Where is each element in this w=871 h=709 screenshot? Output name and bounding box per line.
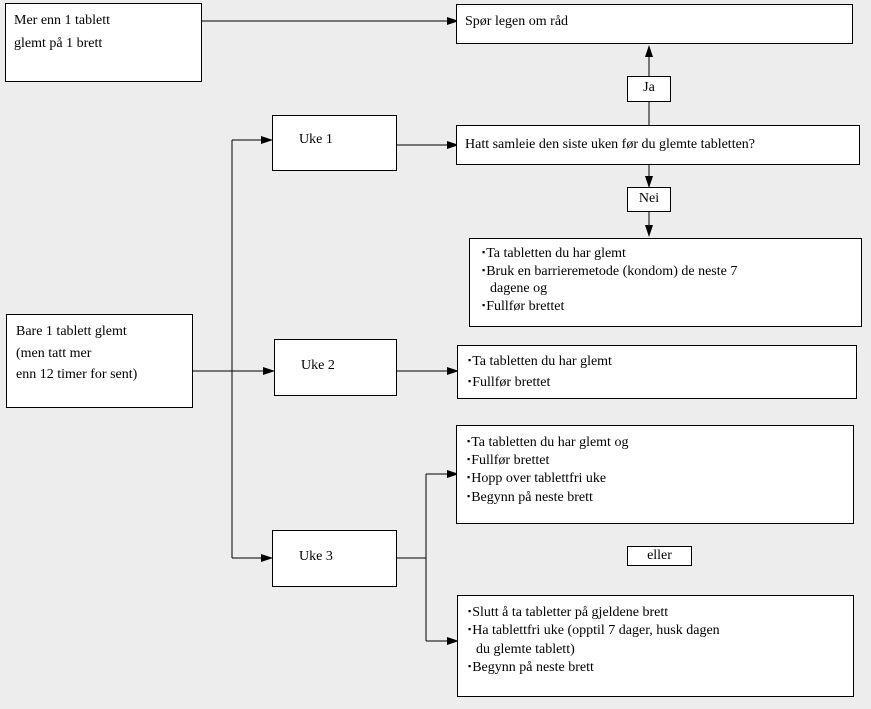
- action-item: Begynn på neste brett: [461, 489, 853, 507]
- action-item: Slutt å ta tabletter på gjeldene brett: [462, 604, 853, 622]
- node-week1-actions: Ta tabletten du har glemt Bruk en barrie…: [469, 238, 862, 327]
- node-text: enn 12 timer for sent): [16, 367, 138, 383]
- node-text: Mer enn 1 tablett: [14, 13, 111, 28]
- node-ask-doctor: Spør legen om råd: [456, 4, 853, 44]
- node-week1: Uke 1: [272, 115, 397, 171]
- action-item: Hopp over tablettfri uke: [461, 470, 853, 488]
- node-text: Bare 1 tablett glemt: [16, 324, 127, 339]
- node-text: Spør legen om råd: [465, 14, 569, 29]
- node-text: Uke 1: [299, 132, 333, 147]
- action-item-continued: dagene og: [490, 281, 548, 296]
- node-text: Ja: [643, 80, 655, 95]
- node-week3: Uke 3: [272, 530, 397, 587]
- node-week2-actions: Ta tabletten du har glemt Fullfør brette…: [457, 345, 857, 399]
- node-more-than-one: Mer enn 1 tablett glemt på 1 brett: [5, 3, 202, 82]
- node-week3-option-b: Slutt å ta tabletter på gjeldene brett H…: [457, 595, 854, 697]
- node-no: Nei: [627, 187, 671, 212]
- action-item: Ta tabletten du har glemt: [462, 351, 856, 372]
- action-item: Begynn på neste brett: [462, 659, 853, 677]
- node-text: (men tatt mer: [16, 345, 92, 361]
- action-item: Fullfør brettet: [461, 452, 853, 470]
- action-item-continued: du glemte tablett): [476, 641, 575, 657]
- action-item: Fullfør brettet: [462, 372, 856, 393]
- node-text: glemt på 1 brett: [14, 36, 103, 52]
- action-item: Fullfør brettet: [476, 298, 861, 316]
- node-text: eller: [647, 548, 672, 563]
- node-text: Uke 2: [301, 358, 335, 373]
- action-item: Ta tabletten du har glemt: [476, 245, 861, 263]
- node-question: Hatt samleie den siste uken før du glemt…: [456, 125, 860, 165]
- node-text: Hatt samleie den siste uken før du glemt…: [465, 137, 756, 152]
- node-text: Uke 3: [299, 549, 333, 564]
- node-week2: Uke 2: [274, 339, 397, 396]
- action-item: Ta tabletten du har glemt og: [461, 434, 853, 452]
- action-item: Bruk en barrieremetode (kondom) de neste…: [476, 263, 861, 281]
- node-only-one: Bare 1 tablett glemt (men tatt mer enn 1…: [6, 314, 193, 408]
- node-week3-option-a: Ta tabletten du har glemt og Fullfør bre…: [456, 425, 854, 524]
- node-text: Nei: [638, 191, 660, 206]
- node-or: eller: [627, 546, 692, 566]
- node-yes: Ja: [627, 76, 671, 102]
- action-item: Ha tablettfri uke (opptil 7 dager, husk …: [462, 622, 853, 640]
